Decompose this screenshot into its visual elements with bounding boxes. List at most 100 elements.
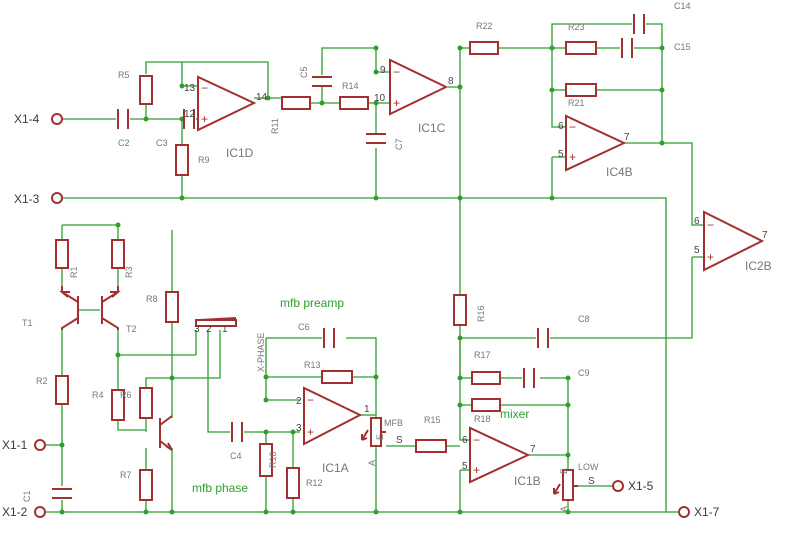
capacitor-c3 — [183, 109, 195, 129]
transistor-t3 — [159, 415, 173, 451]
label-r1: R1 — [69, 266, 79, 278]
capacitor-c15 — [621, 38, 633, 58]
label-mfb-e: E — [375, 434, 385, 440]
terminal-x1-2[interactable] — [34, 506, 46, 518]
label-r10: R10 — [268, 451, 278, 468]
label-r21: R21 — [568, 98, 585, 108]
label-c7: C7 — [394, 138, 404, 150]
resistor-r10 — [259, 443, 273, 477]
label-low: LOW — [578, 462, 599, 472]
label-c8: C8 — [578, 314, 590, 324]
terminal-x1-4[interactable] — [51, 113, 63, 125]
label-ic1a: IC1A — [322, 461, 349, 475]
label-x1-3: X1-3 — [14, 192, 40, 206]
resistor-r5 — [139, 75, 153, 105]
label-low-s: S — [588, 476, 595, 487]
capacitor-c6 — [323, 328, 335, 348]
sign-ic1c-minus: − — [393, 65, 400, 79]
opamp-ic1d — [197, 75, 257, 132]
opamp-ic1b — [469, 426, 531, 484]
label-c1: C1 — [22, 490, 32, 502]
opamps — [197, 58, 765, 484]
pin-ic4b-6: 6 — [558, 121, 564, 132]
label-r15: R15 — [424, 415, 441, 425]
label-mfb-s: S — [396, 435, 403, 446]
label-r4: R4 — [92, 390, 104, 400]
pin-ic2b-6: 6 — [694, 216, 700, 227]
label-ic4b: IC4B — [606, 165, 633, 179]
opamp-ic2b — [703, 210, 765, 272]
resistor-r1 — [55, 239, 69, 269]
terminal-x1-5[interactable] — [612, 480, 624, 492]
pin-ic1c-9: 9 — [380, 65, 386, 76]
pin-ic1d-12: 12 — [184, 109, 196, 120]
label-r18: R18 — [474, 414, 491, 424]
label-xphase-2: 2 — [206, 324, 212, 335]
pin-ic2b-7: 7 — [762, 230, 768, 241]
resistor-r16 — [453, 294, 467, 326]
terminal-x1-1[interactable] — [34, 439, 46, 451]
pin-ic1c-10: 10 — [374, 93, 386, 104]
label-r23: R23 — [568, 22, 585, 32]
sign-ic1b-minus: − — [473, 433, 480, 447]
terminal-x1-7[interactable] — [678, 506, 690, 518]
label-c4: C4 — [230, 451, 242, 461]
pin-ic1c-8: 8 — [448, 76, 454, 87]
label-c15: C15 — [674, 42, 691, 52]
sign-ic1a-plus: + — [307, 425, 314, 439]
pin-ic1d-13: 13 — [184, 83, 196, 94]
pin-ic1a-3: 3 — [296, 423, 302, 434]
capacitor-c7 — [366, 133, 386, 144]
label-ic1b: IC1B — [514, 474, 541, 488]
resistor-r12 — [286, 467, 300, 499]
pin-ic1a-1: 1 — [364, 404, 370, 415]
capacitor-c14 — [633, 14, 645, 34]
label-r13: R13 — [304, 360, 321, 370]
label-mfb-preamp: mfb preamp — [280, 296, 344, 310]
pin-ic4b-5: 5 — [558, 149, 564, 160]
resistor-r23 — [565, 41, 597, 55]
capacitors — [52, 14, 645, 499]
opamp-ic1a — [303, 386, 363, 446]
label-xphase-1: 1 — [222, 324, 228, 335]
transistor-t1 — [59, 286, 79, 330]
label-t1: T1 — [22, 318, 33, 328]
label-r3: R3 — [124, 266, 134, 278]
label-c9: C9 — [578, 368, 590, 378]
label-r12: R12 — [306, 478, 323, 488]
label-ic2b: IC2B — [745, 259, 772, 273]
terminal-x1-3[interactable] — [51, 192, 63, 204]
label-r22: R22 — [476, 21, 493, 31]
pin-ic1b-5: 5 — [462, 461, 468, 472]
sign-ic4b-minus: − — [569, 120, 576, 134]
sign-ic1d-plus: + — [201, 112, 208, 126]
potentiometers — [195, 317, 578, 501]
label-mfb: MFB — [384, 418, 403, 428]
resistor-r18 — [471, 398, 501, 412]
pin-ic1a-2: 2 — [296, 396, 302, 407]
capacitor-c9 — [523, 368, 535, 388]
label-c2: C2 — [118, 138, 130, 148]
resistor-r2 — [55, 375, 69, 405]
resistor-r6 — [139, 387, 153, 419]
label-r5: R5 — [118, 70, 130, 80]
capacitor-c4 — [231, 422, 243, 442]
capacitor-c2 — [117, 109, 129, 129]
resistor-r21 — [565, 83, 597, 97]
label-t2: T2 — [126, 324, 137, 334]
sign-ic4b-plus: + — [569, 150, 576, 164]
label-r2: R2 — [36, 376, 48, 386]
pot-xphase — [195, 319, 237, 327]
label-c5: C5 — [299, 66, 309, 78]
resistor-r8 — [165, 291, 179, 323]
pin-ic1d-14: 14 — [256, 92, 268, 103]
pin-ic1b-7: 7 — [530, 444, 536, 455]
resistor-r9 — [175, 144, 189, 176]
label-r14: R14 — [342, 81, 359, 91]
resistor-r22 — [469, 41, 499, 55]
resistor-r13 — [321, 370, 353, 384]
label-x1-4: X1-4 — [14, 112, 40, 126]
label-r9: R9 — [198, 155, 210, 165]
label-ic1d: IC1D — [226, 146, 254, 160]
label-low-a: A — [559, 506, 569, 512]
